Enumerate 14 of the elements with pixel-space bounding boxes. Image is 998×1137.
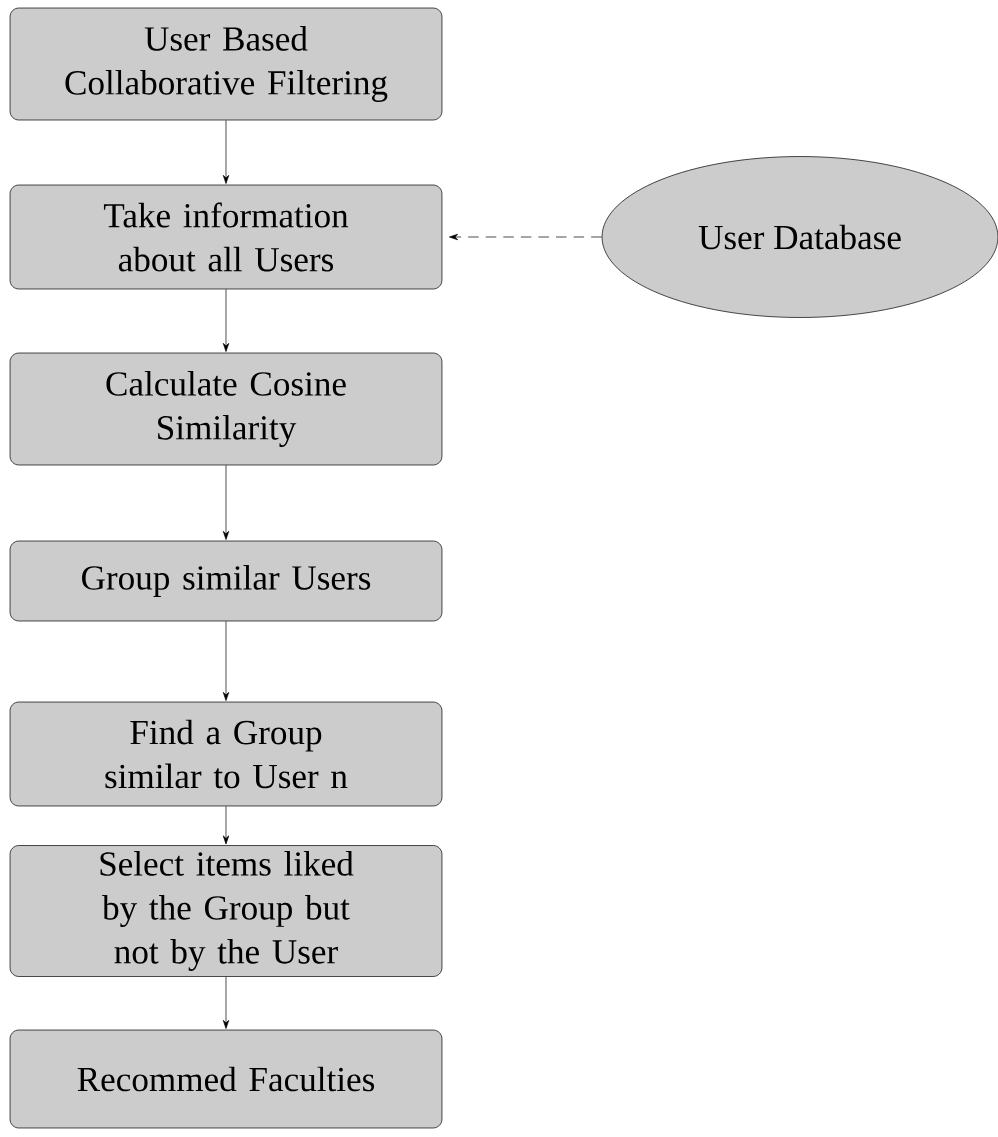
process-box: Select items liked by the Group but not by the User: [9, 845, 443, 977]
arrow: [222, 289, 230, 352]
arrow: [222, 465, 230, 540]
arrow: [222, 976, 230, 1029]
process-box: User Based Collaborative Filtering: [9, 7, 443, 121]
arrow: [222, 806, 230, 845]
arrow: [222, 621, 230, 701]
process-box: Take information about all Users: [9, 184, 443, 290]
process-box: Group similar Users: [9, 540, 443, 622]
process-box: Find a Group similar to User n: [9, 701, 443, 807]
process-box: Calculate Cosine Similarity: [9, 352, 443, 466]
arrow: [222, 120, 230, 184]
process-box: Recommed Faculties: [9, 1029, 443, 1129]
arrow: [449, 233, 603, 241]
